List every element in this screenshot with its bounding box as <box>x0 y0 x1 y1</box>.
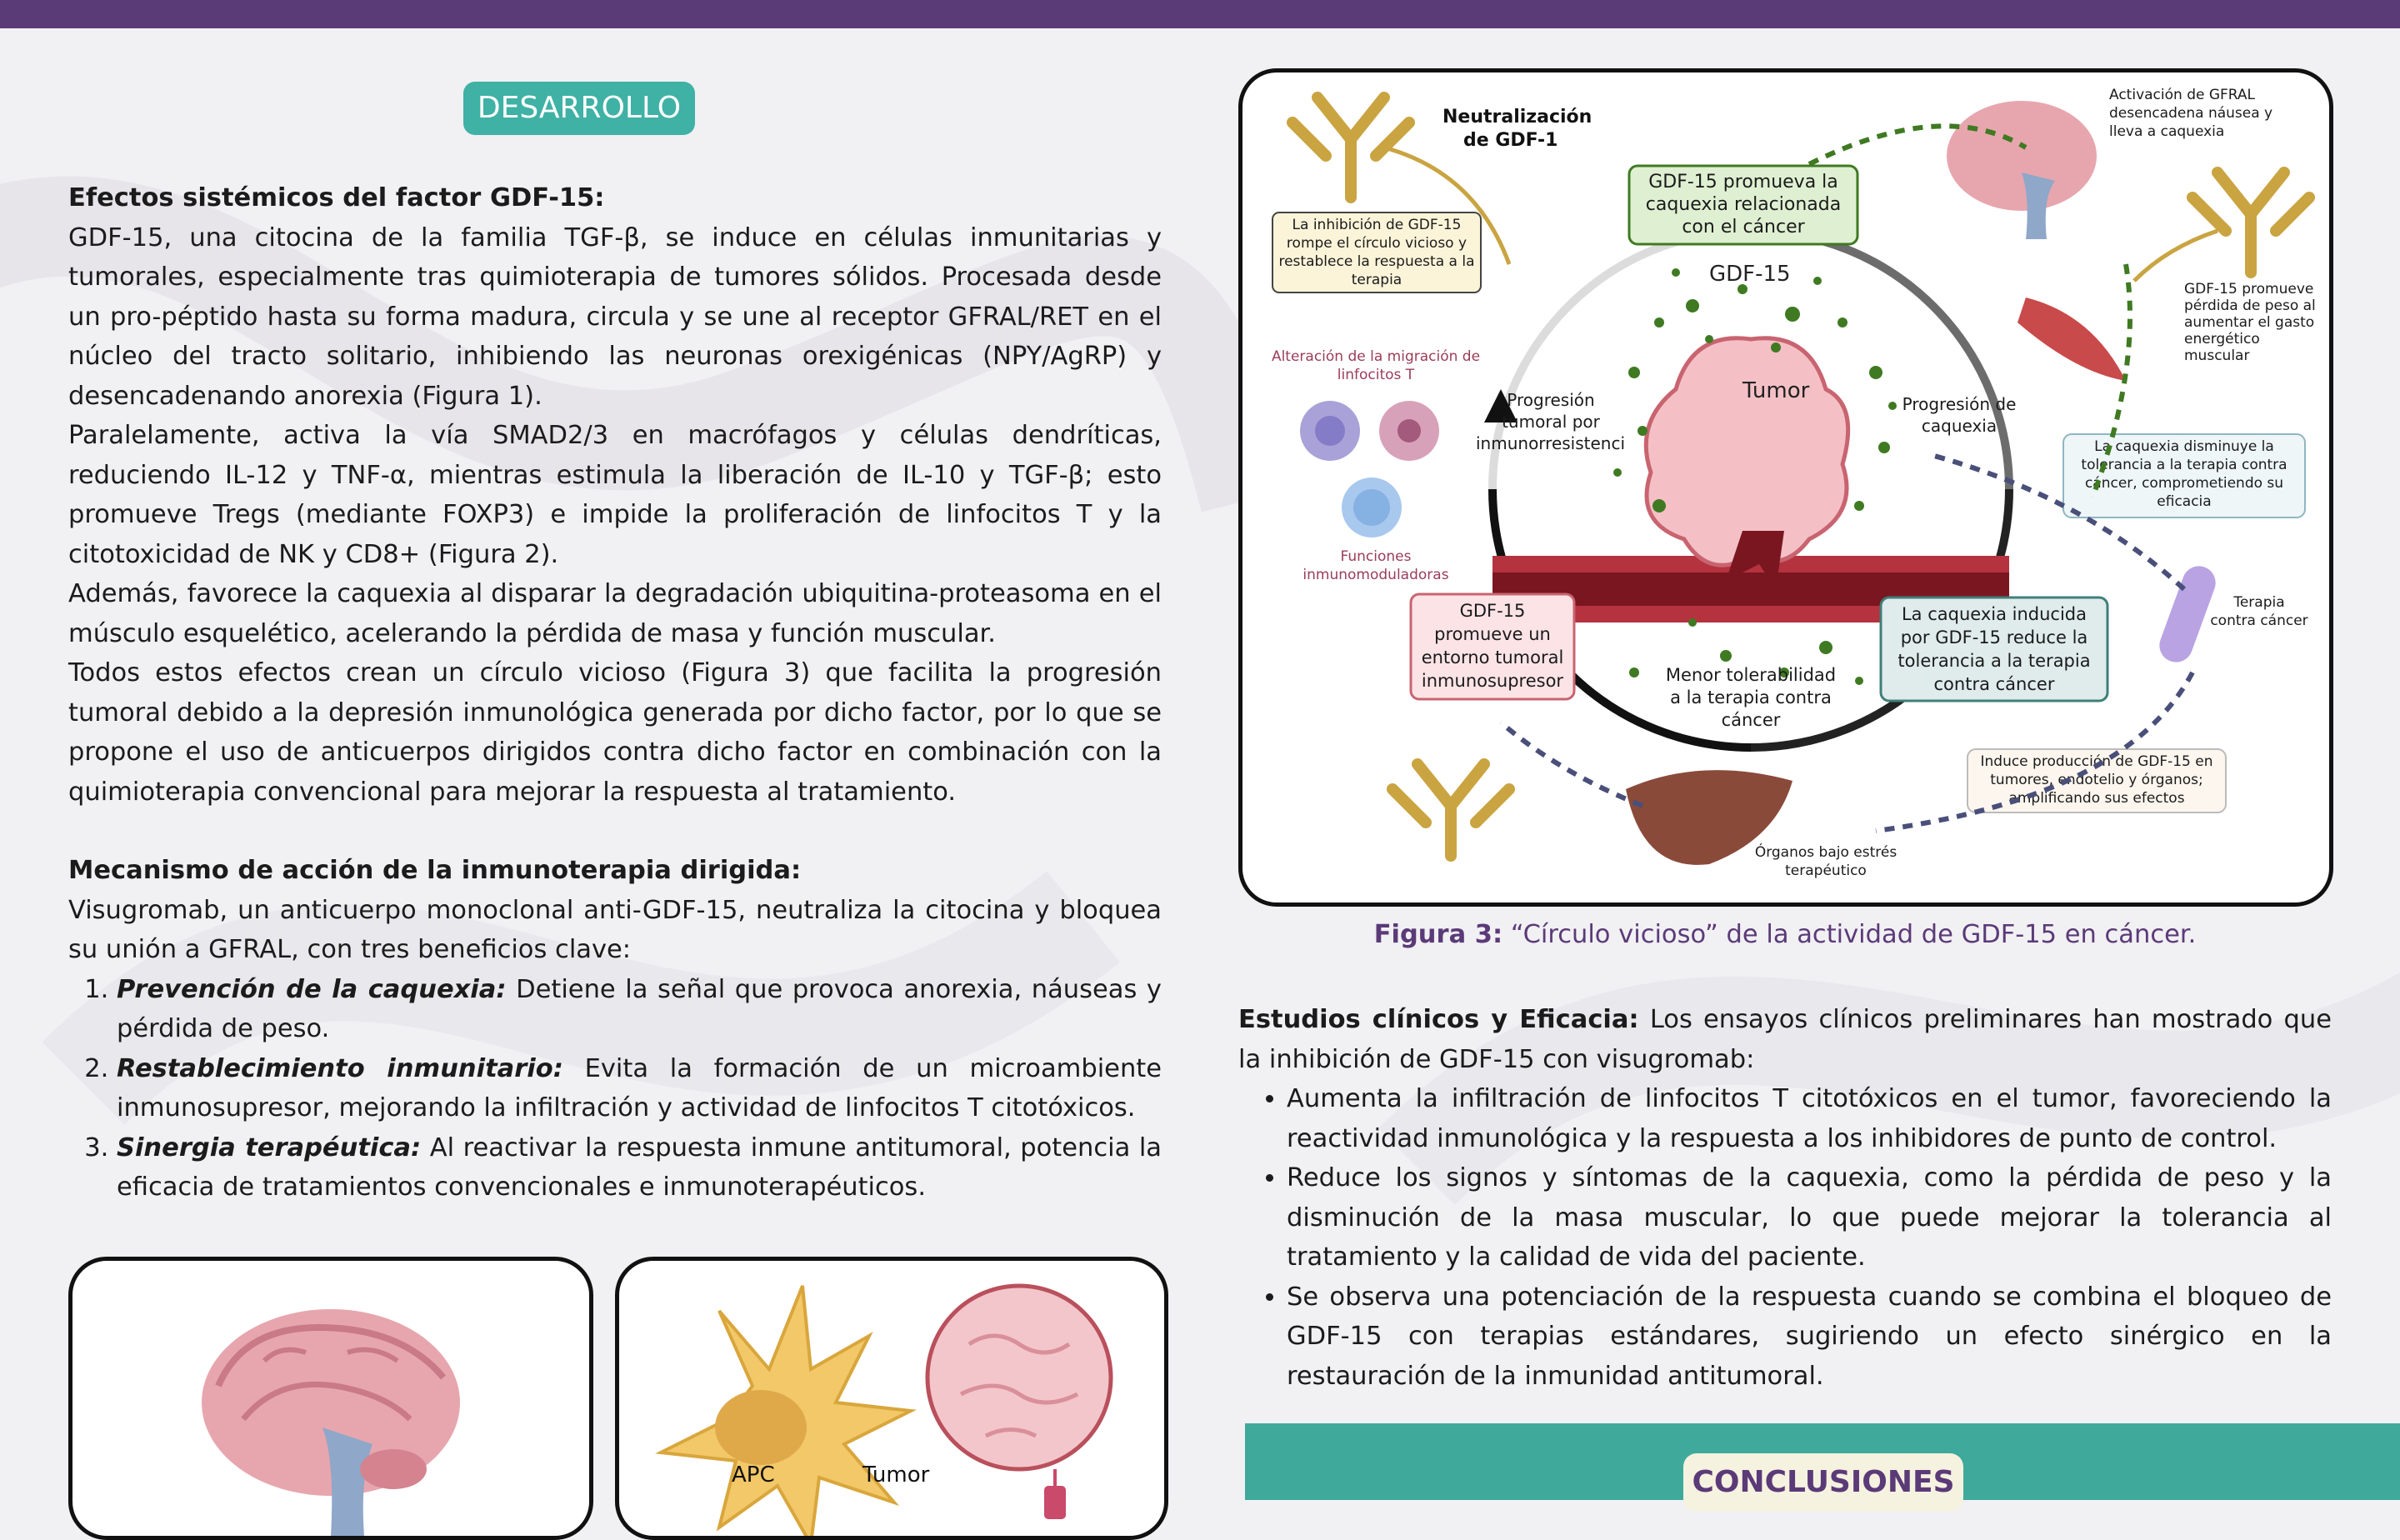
studies-paragraph: Estudios clínicos y Eficacia: Los ensayo… <box>1238 1005 2332 1074</box>
tumor-label: Tumor <box>1742 378 1810 403</box>
list-item: Restablecimiento inmunitario: Evita la f… <box>117 1049 1162 1128</box>
cachexia-progression-label: Progresión de caquexia <box>1902 394 2017 436</box>
lymph-note: Alteración de la migración de linfocitos… <box>1271 348 1481 383</box>
tumor-label: Tumor <box>862 1462 930 1488</box>
gdf15-particles <box>1613 268 1897 685</box>
tolerance-box: La caquexia disminuye la tolerancia a la… <box>2081 438 2288 510</box>
paragraph: Paralelamente, activa la vía SMAD2/3 en … <box>68 421 1162 569</box>
findings-list: Aumenta la infiltración de linfocitos T … <box>1238 1079 2332 1396</box>
tumor-progression-label: Progresión tumoral por inmunorresistenci… <box>1476 390 1626 453</box>
right-column: Estudios clínicos y Eficacia: Los ensayo… <box>1238 1000 2332 1396</box>
paragraph: Todos estos efectos crean un círculo vic… <box>68 658 1162 807</box>
list-item: Prevención de la caquexia: Detiene la se… <box>117 970 1162 1049</box>
paragraph: Además, favorece la caquexia al disparar… <box>68 579 1162 648</box>
organs-label: Órganos bajo estrés terapéutico <box>1754 844 1898 879</box>
paragraph: GDF-15, una citocina de la familia TGF-β… <box>68 222 1162 411</box>
antibody-icon <box>1287 92 1415 203</box>
section-title: DESARROLLO <box>477 91 682 125</box>
list-item: Sinergia terapéutica: Al reactivar la re… <box>117 1128 1162 1208</box>
top-bar <box>0 0 2400 28</box>
heading-mechanism: Mecanismo de acción de la inmunoterapia … <box>68 856 802 885</box>
weight-note: GDF-15 promueve pérdida de peso al aumen… <box>2184 281 2316 364</box>
figure-1-card <box>68 1257 593 1540</box>
gfral-note: Activación de GFRAL desencadena náusea y… <box>2109 87 2273 140</box>
list-item: Reduce los signos y síntomas de la caque… <box>1287 1158 2332 1278</box>
paragraph: Visugromab, un anticuerpo monoclonal ant… <box>68 895 1162 965</box>
lower-tolerability-label: Menor tolerabilidad a la terapia contra … <box>1665 665 1837 730</box>
gdf15-label: GDF-15 <box>1709 262 1791 287</box>
immuno-functions-label: Funciones inmunomoduladoras <box>1302 548 1449 583</box>
immunosuppressive-env-box: GDF-15 promueve un entorno tumoral inmun… <box>1421 601 1564 691</box>
induce-box: Induce producción de GDF-15 en tumores, … <box>1980 753 2213 807</box>
figure-3-caption: Figura 3: “Círculo vicioso” de la activi… <box>1373 920 2197 949</box>
therapy-label: Terapia contra cáncer <box>2210 594 2308 629</box>
promotes-cachexia-box: GDF-15 promueva la caquexia relacionada … <box>1645 172 1842 238</box>
antibody-icon <box>2187 167 2315 278</box>
section-title-badge: DESARROLLO <box>463 82 695 135</box>
inhibition-box: La inhibición de GDF-15 rompe el círculo… <box>1278 217 1475 288</box>
figure-2-card: APC Tumor <box>615 1257 1168 1540</box>
left-column: Efectos sistémicos del factor GDF-15: GD… <box>68 178 1162 1208</box>
apc-label: APC <box>732 1462 775 1488</box>
list-item: Aumenta la infiltración de linfocitos T … <box>1287 1079 2332 1158</box>
apc-tumor-illustration: APC Tumor <box>655 1283 1113 1536</box>
antibody-icon <box>1387 758 1515 862</box>
brain-illustration <box>202 1309 460 1536</box>
heading-systemic-effects: Efectos sistémicos del factor GDF-15: <box>68 183 605 212</box>
benefits-list: Prevención de la caquexia: Detiene la se… <box>68 970 1162 1208</box>
reduced-tolerance-box: La caquexia inducida por GDF-15 reduce l… <box>1898 604 2091 694</box>
arrows <box>1499 123 2195 833</box>
list-item: Se observa una potenciación de la respue… <box>1287 1278 2332 1397</box>
conclusions-title: CONCLUSIONES <box>1683 1453 1963 1512</box>
